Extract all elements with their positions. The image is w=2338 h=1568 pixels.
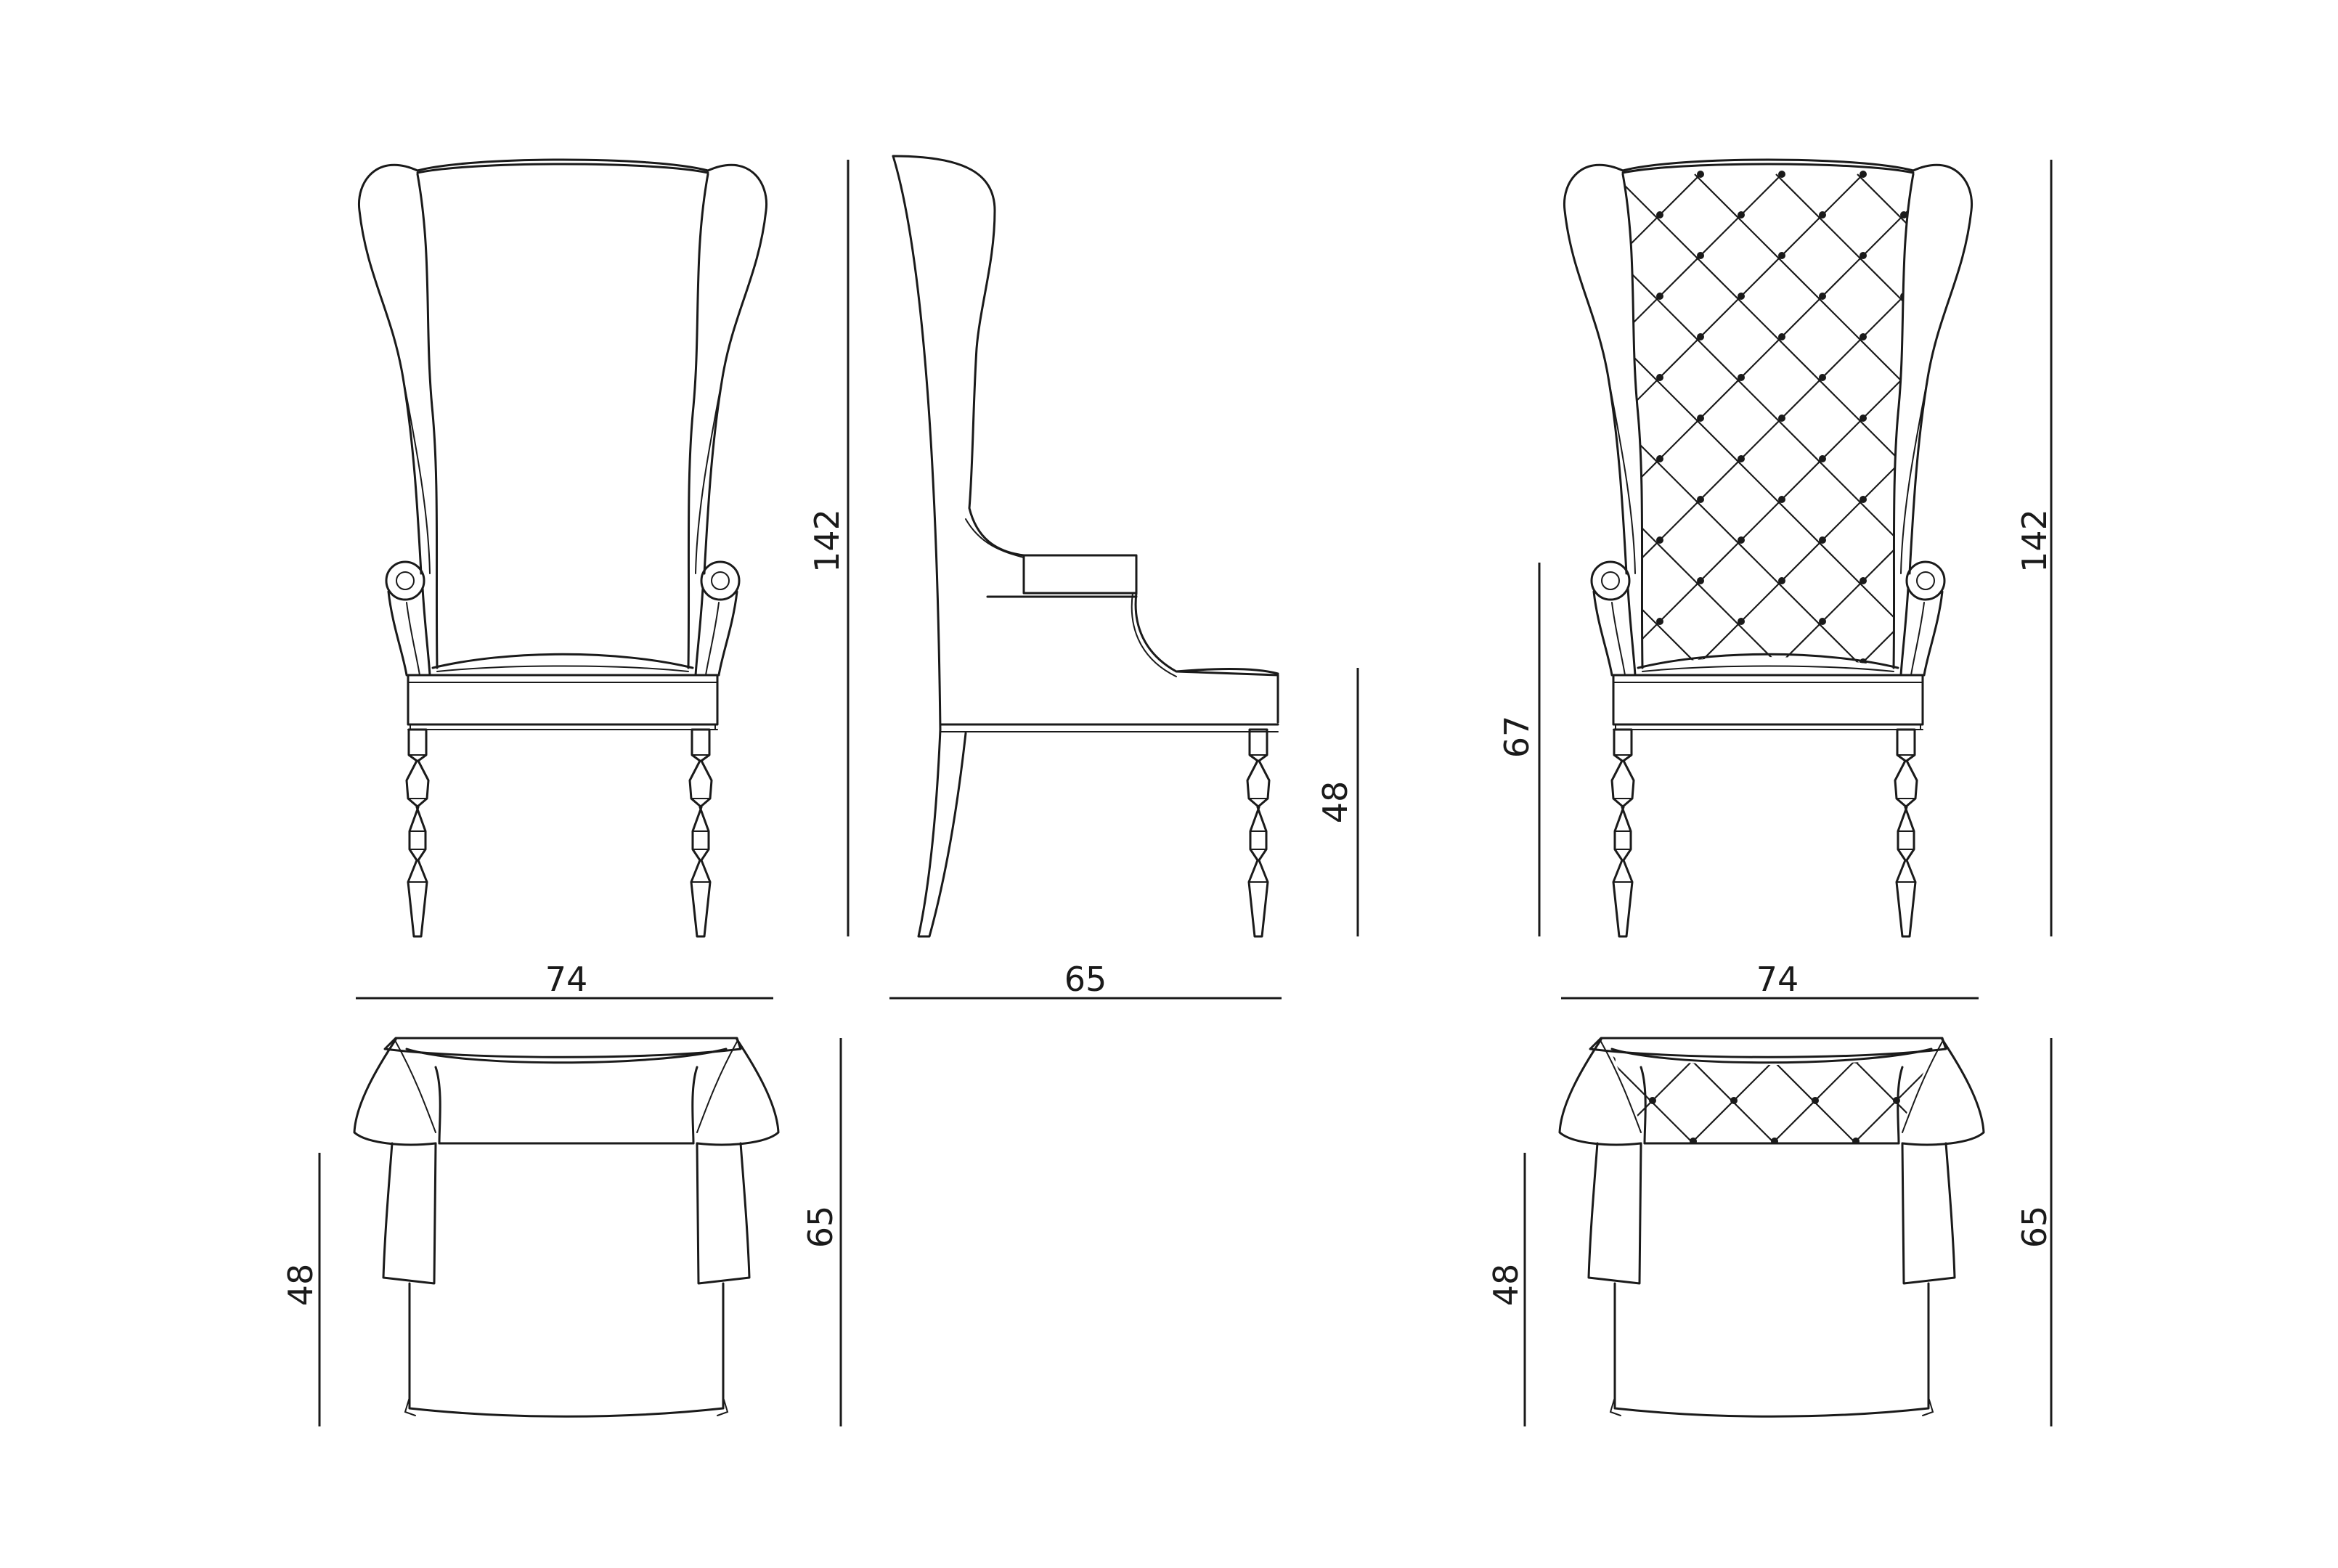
tufting-button	[1656, 211, 1663, 219]
tufting-seam	[1775, 173, 1913, 668]
arm-height-dimension-label: 67	[1497, 716, 1536, 759]
tufting-seam	[1623, 173, 1701, 668]
tufting-button	[1819, 211, 1826, 219]
tufting-seam	[2183, 174, 2338, 668]
depth-dimension-label: 65	[2015, 1206, 2054, 1249]
tufting-button	[1778, 333, 1785, 340]
tufting-button	[1778, 171, 1785, 178]
tufting-button	[1819, 618, 1826, 625]
tufting-seam	[2183, 174, 2338, 668]
tufting-seam	[1125, 174, 1619, 668]
seat-depth-dimension-label: 48	[1486, 1264, 1526, 1307]
tufting-seam	[1775, 173, 1913, 668]
tufting-seam	[1857, 173, 1913, 668]
tufting-button	[1900, 536, 1907, 544]
seat-height-dimension-label: 48	[1316, 781, 1355, 824]
tufting-seam	[2101, 174, 2338, 668]
tufting-button	[1656, 536, 1663, 544]
tufting-button	[1649, 1097, 1656, 1104]
tufting-seam	[2020, 174, 2338, 668]
height-dimension-label: 142	[2015, 509, 2054, 573]
tufting-button	[1738, 293, 1745, 300]
top-view-tufted: 48 65	[1486, 1037, 2054, 1426]
tufting-button	[1860, 333, 1867, 340]
tufting-seam	[1623, 173, 1913, 668]
tufting-button	[1819, 293, 1826, 300]
tufting-button	[1852, 1138, 1860, 1143]
tufting-seam	[1125, 174, 1619, 668]
tufting-button	[1616, 252, 1623, 259]
tufting-button	[1690, 1138, 1697, 1143]
tufting-button	[1860, 252, 1867, 259]
tufting-button	[1778, 252, 1785, 259]
tufting-button	[1656, 455, 1663, 462]
tufting-button	[1778, 496, 1785, 503]
tufting-seam	[1623, 173, 1701, 668]
tufting-button	[1656, 618, 1663, 625]
tufting-seam	[1694, 173, 1913, 668]
front-elevation-plain: 74	[356, 160, 773, 1000]
width-dimension-label: 74	[1756, 960, 1799, 999]
tufting-seam	[1612, 1059, 1613, 1143]
tufting-button	[1738, 374, 1745, 381]
tufting-button	[1900, 211, 1907, 219]
tufting-button	[1893, 1097, 1900, 1104]
tufting-button	[1697, 171, 1704, 178]
seat-depth-dimension-label: 48	[281, 1264, 320, 1307]
tufting-seam	[1694, 173, 1913, 668]
tufting-button	[1738, 536, 1745, 544]
tufting-button	[1656, 374, 1663, 381]
top-tufting-pattern	[1612, 1056, 1931, 1143]
tufting-button	[1819, 455, 1826, 462]
tufting-seam	[2020, 174, 2338, 668]
tufting-button	[1656, 293, 1663, 300]
tufting-button	[1819, 536, 1826, 544]
tufting-button	[1900, 455, 1907, 462]
tufting-button	[1812, 1097, 1819, 1104]
side-elevation: 142 65 48	[807, 155, 1359, 1000]
depth-dimension-label: 65	[801, 1206, 840, 1249]
tufting-button	[1697, 577, 1704, 584]
tufting-button	[1860, 415, 1867, 422]
tufting-seam	[1939, 174, 2338, 668]
tufting-button	[1778, 658, 1785, 666]
width-dimension-label: 74	[545, 960, 588, 999]
tufting-button	[1860, 496, 1867, 503]
tufting-button	[1771, 1138, 1778, 1143]
tufting-seam	[1623, 173, 1864, 668]
tufting-button	[1860, 171, 1867, 178]
tufting-button	[1860, 658, 1867, 666]
tufting-button	[1697, 333, 1704, 340]
depth-dimension-label: 65	[1064, 960, 1107, 999]
tufting-button	[1616, 333, 1623, 340]
tufting-seam	[2264, 174, 2338, 668]
tufting-button	[1738, 211, 1745, 219]
height-dimension-label: 142	[807, 509, 847, 573]
tufting-button	[1697, 658, 1704, 666]
tufting-button	[1697, 496, 1704, 503]
tufting-seam	[1857, 173, 1913, 668]
tufting-button	[1778, 415, 1785, 422]
tufting-button	[1738, 618, 1745, 625]
top-view-plain: 48 65	[281, 1037, 842, 1426]
tufting-button	[1860, 577, 1867, 584]
diamond-tufting-pattern	[1125, 171, 2338, 668]
tufting-seam	[1623, 173, 1913, 668]
tufting-button	[1778, 577, 1785, 584]
tufting-seam	[1612, 1059, 1613, 1143]
tufting-button	[1697, 252, 1704, 259]
tufting-button	[1738, 455, 1745, 462]
front-elevation-tufted: 74 142 67	[1125, 160, 2338, 1000]
tufting-button	[1697, 415, 1704, 422]
tufting-seam	[1939, 174, 2338, 668]
tufting-button	[1730, 1097, 1738, 1104]
tufting-seam	[2101, 174, 2338, 668]
tufting-seam	[2264, 174, 2338, 668]
tufting-seam	[1623, 173, 1783, 668]
tufting-button	[1819, 374, 1826, 381]
